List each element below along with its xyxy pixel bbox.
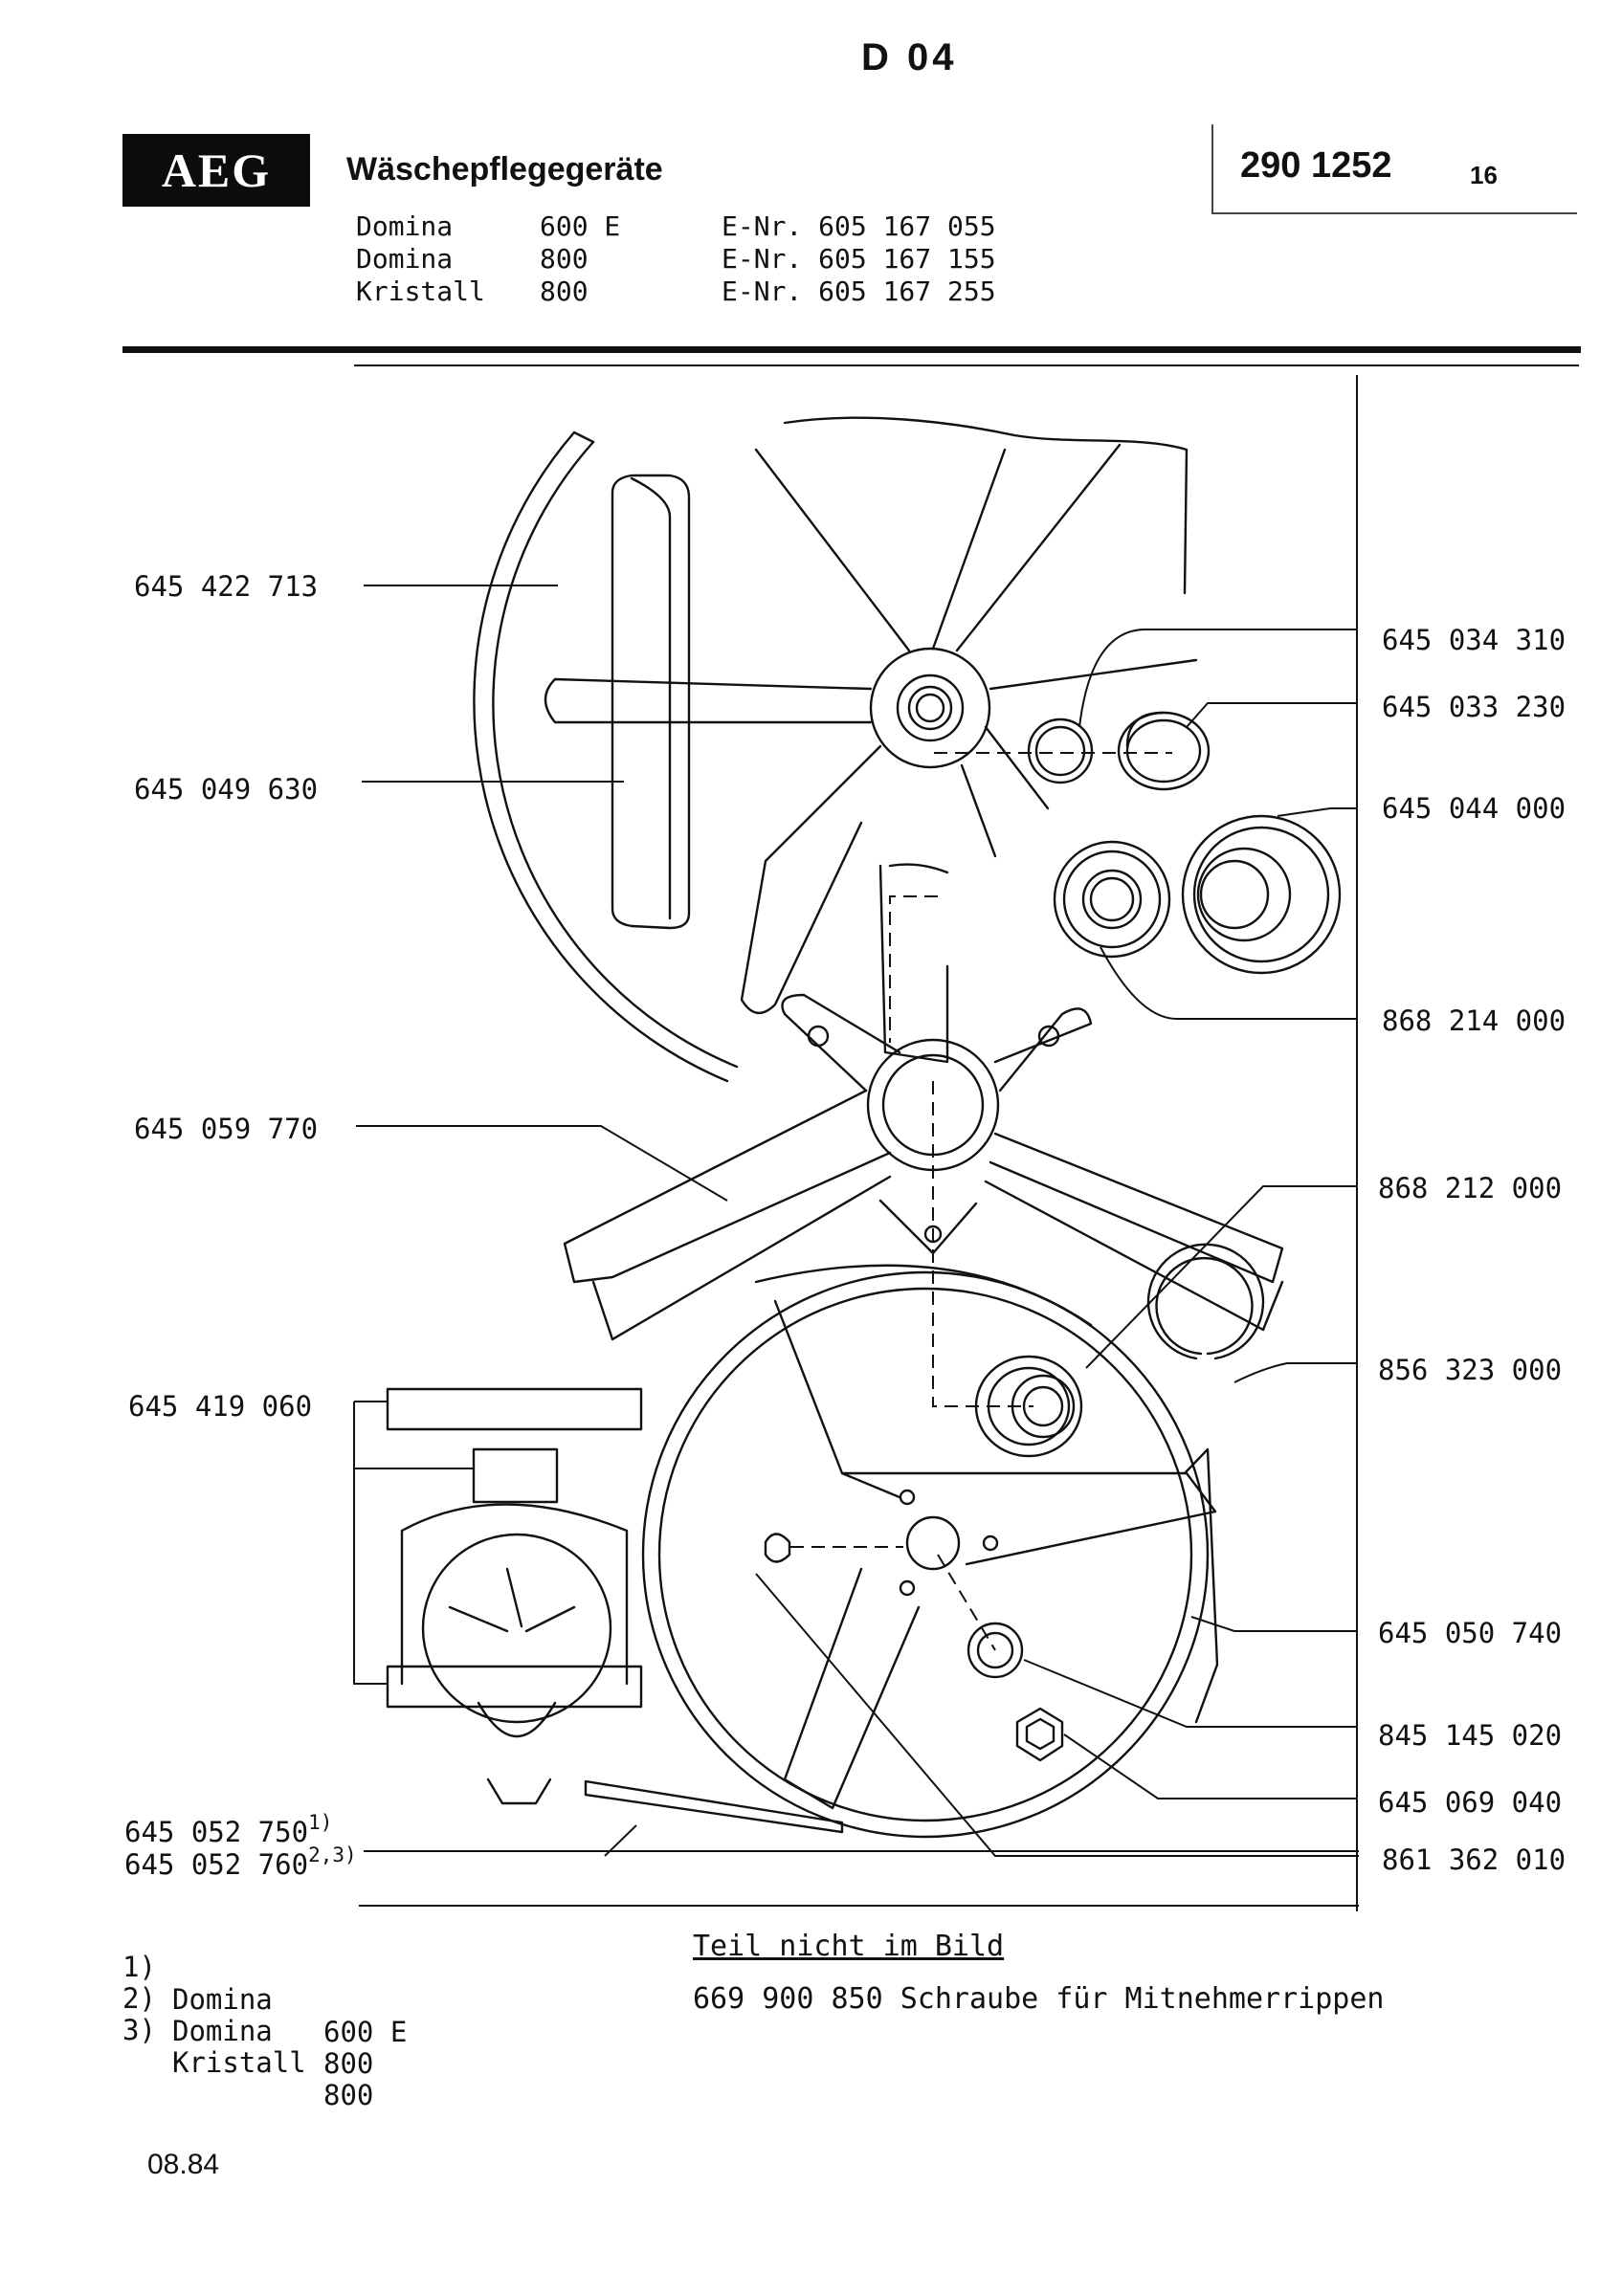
inset-assembly <box>386 1387 643 1805</box>
part-label: 645 033 230 <box>1382 691 1566 723</box>
footnote-number: 3) <box>122 2014 156 2046</box>
footnote-number: 1) <box>122 1951 156 1983</box>
not-in-picture-item: 669 900 850 Schraube für Mitnehmerrippen <box>693 1982 1385 2016</box>
part-label: 645 422 713 <box>134 570 319 603</box>
part-label: 645 050 740 <box>1378 1617 1563 1649</box>
doc-number: 290 1252 <box>1240 145 1392 186</box>
part-number: 645 052 750 <box>124 1816 309 1848</box>
part-label: 868 212 000 <box>1378 1172 1563 1204</box>
part-label: 645 419 060 <box>128 1390 313 1423</box>
part-label: 645 034 310 <box>1382 624 1566 656</box>
part-label: 861 362 010 <box>1382 1843 1566 1876</box>
footnote: 3) Kristall 800 <box>122 1981 373 2111</box>
model-variant: 800 <box>540 243 589 275</box>
model-enr: E-Nr. 605 167 155 <box>722 243 996 275</box>
footnote: 1) Domina 600 E <box>122 1918 407 2048</box>
sheet-code: D 04 <box>861 36 958 78</box>
part-label: 645 069 040 <box>1378 1786 1563 1819</box>
footnote-variant: 800 <box>323 2047 374 2080</box>
doc-number-suffix: 16 <box>1470 161 1498 189</box>
header-rule <box>122 346 1581 353</box>
model-enr: E-Nr. 605 167 055 <box>722 210 996 242</box>
model-name: Domina <box>356 243 454 275</box>
model-name: Domina <box>356 210 454 242</box>
footnote-model: Domina <box>172 1983 273 2016</box>
drum-pulley <box>641 1243 1265 1839</box>
part-label: 845 145 020 <box>1378 1719 1563 1752</box>
part-number: 645 052 760 <box>124 1848 309 1881</box>
bearing-rings <box>1027 711 1342 975</box>
footnote-ref: 1) <box>308 1811 333 1834</box>
issue-date: 08.84 <box>147 2149 220 2180</box>
drum-spider <box>563 863 1284 1341</box>
model-variant: 600 E <box>540 210 621 242</box>
drum-back-plate <box>473 416 1198 1083</box>
footnote-variant: 600 E <box>323 2016 408 2048</box>
footnote-variant: 800 <box>323 2079 374 2111</box>
part-label: 645 059 770 <box>134 1113 319 1145</box>
page-title: Wäschepflegegeräte <box>346 151 663 188</box>
model-variant: 800 <box>540 276 589 307</box>
aeg-logo: AEG <box>122 134 310 207</box>
model-enr: E-Nr. 605 167 255 <box>722 276 996 307</box>
part-label: 856 323 000 <box>1378 1354 1563 1386</box>
vertical-rib <box>611 474 691 930</box>
doc-number-frame <box>1211 124 1577 214</box>
footnote-model: Domina <box>172 2015 273 2047</box>
footnote: 2) Domina 800 <box>122 1950 373 2080</box>
footnote-model: Kristall <box>172 2046 306 2079</box>
footnote-ref: 2,3) <box>308 1843 357 1866</box>
footnote-number: 2) <box>122 1982 156 2015</box>
part-label: 645 044 000 <box>1382 792 1566 825</box>
part-label-with-note: 645 052 7501) <box>124 1811 332 1848</box>
part-label-with-note: 645 052 7602,3) <box>124 1843 357 1881</box>
not-in-picture-heading: Teil nicht im Bild <box>693 1930 1005 1963</box>
model-name: Kristall <box>356 276 485 307</box>
part-label: 868 214 000 <box>1382 1004 1566 1037</box>
drive-belt <box>584 1779 844 1834</box>
part-label: 645 049 630 <box>134 773 319 806</box>
